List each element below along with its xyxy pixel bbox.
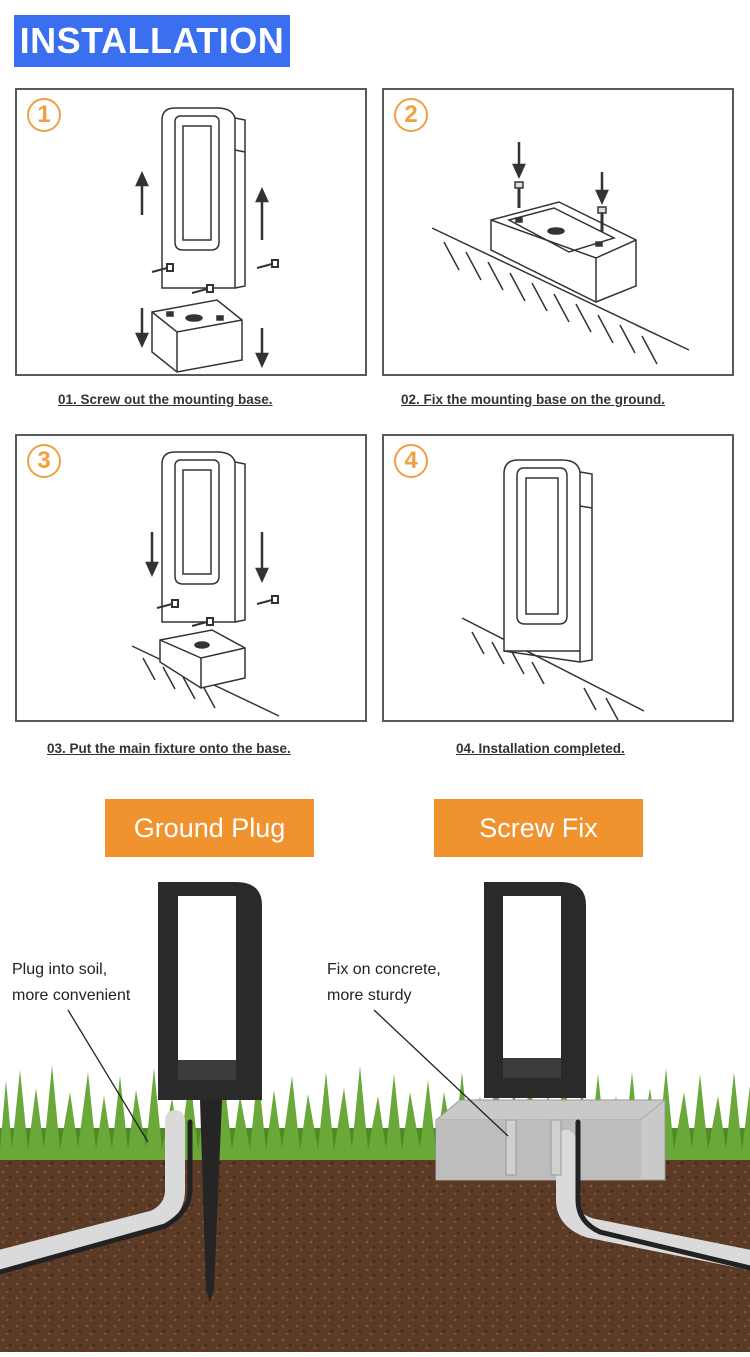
page-title: INSTALLATION [19,20,285,61]
screw-icon [514,181,607,232]
screw-icon [156,595,279,627]
arrow-icon [512,142,609,206]
ground-plug-note-line-2: more convenient [12,987,131,1004]
screw-icon [151,259,279,294]
step-number-badge: 3 [27,444,61,478]
ground-scene-illustration [0,882,750,1352]
ground-plug-note: Plug into soil, more convenient [12,957,130,1009]
ground-plug-label: Ground Plug [105,799,314,857]
step-3-illustration [131,451,280,717]
step-1-illustration [135,107,279,373]
step-number-badge: 4 [394,444,428,478]
step-2-caption: 02. Fix the mounting base on the ground. [401,392,666,407]
step-3-caption: 03. Put the main fixture onto the base. [47,741,291,756]
arrow-icon [145,532,269,584]
screw-fix-label: Screw Fix [434,799,643,857]
screw-fix-fixture [484,882,586,1176]
step-number-badge: 1 [27,98,61,132]
step-2-illustration [431,142,690,365]
step-number-badge: 2 [394,98,428,132]
screw-fix-note: Fix on concrete, more sturdy [327,957,441,1009]
step-4-panel: 4 [382,434,734,722]
ground-plug-note-line-1: Plug into soil, [12,961,108,978]
screw-fix-note-line-2: more sturdy [327,987,412,1004]
step-4-illustration [461,459,645,720]
step-3-panel: 3 [15,434,367,722]
arrow-icon [135,170,269,369]
step-1-panel: 1 [15,88,367,376]
step-2-panel: 2 [382,88,734,376]
step-1-caption: 01. Screw out the mounting base. [58,392,273,407]
installation-methods-scene: Plug into soil, more convenient Fix on c… [0,860,750,1352]
screw-fix-note-line-1: Fix on concrete, [327,961,441,978]
installation-title-bar: INSTALLATION [14,15,290,67]
step-4-caption: 04. Installation completed. [456,741,625,756]
ground-plug-fixture [158,882,262,1302]
